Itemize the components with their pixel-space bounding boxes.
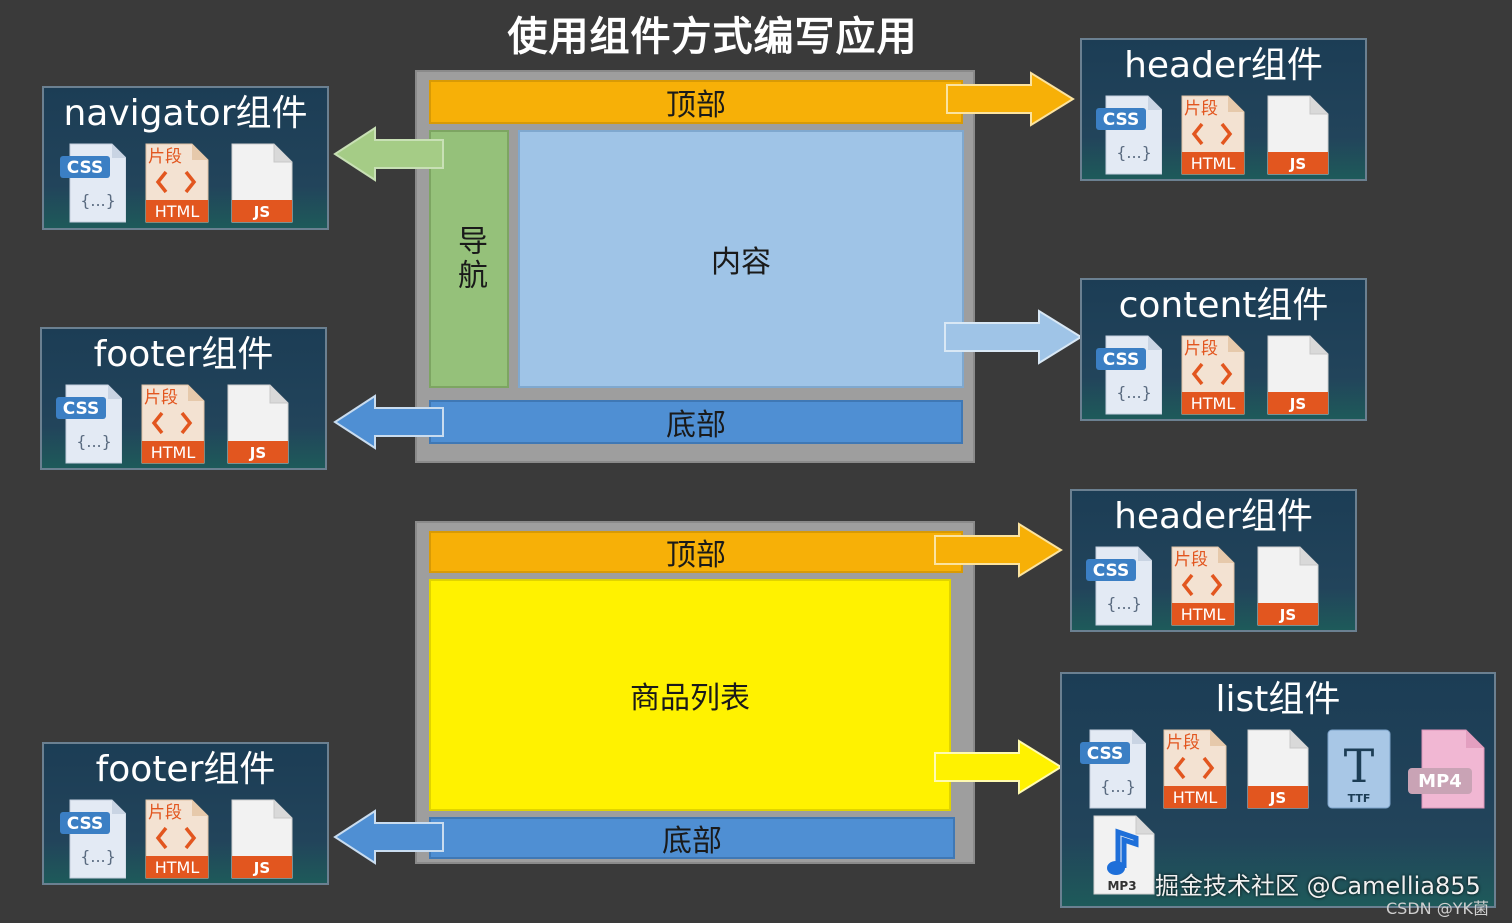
- svg-text:{...}: {...}: [1116, 143, 1152, 162]
- html-file-icon: 片段 HTML: [144, 142, 210, 224]
- svg-text:MP3: MP3: [1107, 879, 1136, 893]
- js-file-icon: JS: [1244, 728, 1310, 810]
- footer-component-card-1: footer组件 CSS {...} 片段 HTML JS: [40, 327, 327, 470]
- layout-2-frame: 顶部 商品列表 底部: [415, 521, 975, 864]
- arrow-to-footer-1: [333, 394, 444, 450]
- svg-text:HTML: HTML: [151, 443, 196, 462]
- credit-text: CSDN @YK菌: [1386, 899, 1489, 918]
- arrow-to-list: [934, 739, 1063, 795]
- diagram-title: 使用组件方式编写应用: [507, 14, 918, 60]
- svg-text:HTML: HTML: [1181, 605, 1226, 624]
- navigator-component-card: navigator组件 CSS {...} 片段 HTML JS: [42, 86, 329, 230]
- card-title: header组件: [1124, 45, 1323, 86]
- svg-text:CSS: CSS: [67, 158, 104, 178]
- layout-2-top-region: 顶部: [429, 531, 963, 573]
- js-file-icon: JS: [1264, 334, 1330, 416]
- css-file-icon: CSS {...}: [1096, 334, 1163, 416]
- svg-text:JS: JS: [1289, 155, 1306, 173]
- svg-text:HTML: HTML: [1173, 788, 1218, 807]
- css-file-icon: CSS {...}: [1086, 545, 1153, 627]
- card-title: list组件: [1215, 679, 1341, 720]
- layout-1-nav-region: 导航: [429, 130, 509, 388]
- svg-text:CSS: CSS: [63, 399, 100, 419]
- svg-text:T: T: [1344, 739, 1375, 793]
- css-file-icon: CSS {...}: [56, 383, 123, 465]
- css-file-icon: CSS {...}: [60, 142, 127, 224]
- svg-text:CSS: CSS: [1087, 744, 1124, 764]
- card-title: footer组件: [95, 749, 276, 790]
- svg-text:JS: JS: [249, 444, 266, 462]
- svg-text:CSS: CSS: [1093, 561, 1130, 581]
- card-title: content组件: [1118, 285, 1329, 326]
- js-file-icon: JS: [228, 798, 294, 880]
- js-file-icon: JS: [228, 142, 294, 224]
- svg-text:HTML: HTML: [1191, 394, 1236, 413]
- arrow-to-footer-2: [333, 809, 444, 865]
- svg-text:{...}: {...}: [80, 191, 116, 210]
- html-file-icon: 片段 HTML: [1170, 545, 1236, 627]
- svg-text:{...}: {...}: [1100, 777, 1136, 796]
- header-component-card-1: header组件 CSS {...} 片段 HTML JS: [1080, 38, 1367, 181]
- footer-component-card-2: footer组件 CSS {...} 片段 HTML JS: [42, 742, 329, 885]
- layout-2-bottom-region: 底部: [429, 817, 955, 859]
- svg-text:{...}: {...}: [1106, 594, 1142, 613]
- svg-text:片段: 片段: [144, 388, 178, 408]
- svg-text:HTML: HTML: [155, 858, 200, 877]
- svg-text:{...}: {...}: [1116, 383, 1152, 402]
- card-title: footer组件: [93, 334, 274, 375]
- css-file-icon: CSS {...}: [1096, 94, 1163, 176]
- svg-text:片段: 片段: [1174, 550, 1208, 570]
- svg-text:JS: JS: [1279, 606, 1296, 624]
- header-component-card-2: header组件 CSS {...} 片段 HTML JS: [1070, 489, 1357, 632]
- svg-text:片段: 片段: [148, 147, 182, 167]
- mp4-file-icon: MP4: [1408, 728, 1488, 810]
- layout-1-bottom-region: 底部: [429, 400, 963, 444]
- svg-text:HTML: HTML: [155, 202, 200, 221]
- arrow-to-header-1: [946, 71, 1075, 127]
- svg-text:JS: JS: [1289, 395, 1306, 413]
- layout-1-top-region: 顶部: [429, 80, 963, 124]
- svg-text:HTML: HTML: [1191, 154, 1236, 173]
- svg-text:CSS: CSS: [67, 814, 104, 834]
- html-file-icon: 片段 HTML: [144, 798, 210, 880]
- card-title: header组件: [1114, 496, 1313, 537]
- svg-text:片段: 片段: [148, 803, 182, 823]
- layout-1-content-region: 内容: [518, 130, 964, 388]
- svg-text:{...}: {...}: [76, 432, 112, 451]
- svg-text:片段: 片段: [1184, 99, 1218, 119]
- svg-text:JS: JS: [253, 203, 270, 221]
- js-file-icon: JS: [224, 383, 290, 465]
- html-file-icon: 片段 HTML: [140, 383, 206, 465]
- arrow-to-navigator: [333, 126, 444, 182]
- layout-1-frame: 顶部 导航 内容 底部: [415, 70, 975, 463]
- css-file-icon: CSS {...}: [1080, 728, 1147, 810]
- svg-text:JS: JS: [253, 859, 270, 877]
- html-file-icon: 片段 HTML: [1162, 728, 1228, 810]
- svg-text:TTF: TTF: [1348, 792, 1371, 805]
- svg-text:CSS: CSS: [1103, 110, 1140, 130]
- svg-text:MP4: MP4: [1418, 771, 1462, 792]
- svg-text:CSS: CSS: [1103, 350, 1140, 370]
- arrow-to-content: [944, 309, 1083, 365]
- mp3-file-icon: MP3: [1090, 814, 1156, 896]
- card-title: navigator组件: [63, 93, 308, 134]
- svg-text:{...}: {...}: [80, 847, 116, 866]
- css-file-icon: CSS {...}: [60, 798, 127, 880]
- layout-2-list-region: 商品列表: [429, 579, 951, 811]
- svg-text:片段: 片段: [1184, 339, 1218, 359]
- content-component-card: content组件 CSS {...} 片段 HTML JS: [1080, 278, 1367, 421]
- watermark: 掘金技术社区 @Camellia855: [1155, 872, 1481, 900]
- svg-text:JS: JS: [1269, 789, 1286, 807]
- js-file-icon: JS: [1254, 545, 1320, 627]
- arrow-to-header-2: [934, 522, 1063, 578]
- html-file-icon: 片段 HTML: [1180, 94, 1246, 176]
- js-file-icon: JS: [1264, 94, 1330, 176]
- html-file-icon: 片段 HTML: [1180, 334, 1246, 416]
- svg-text:片段: 片段: [1166, 733, 1200, 753]
